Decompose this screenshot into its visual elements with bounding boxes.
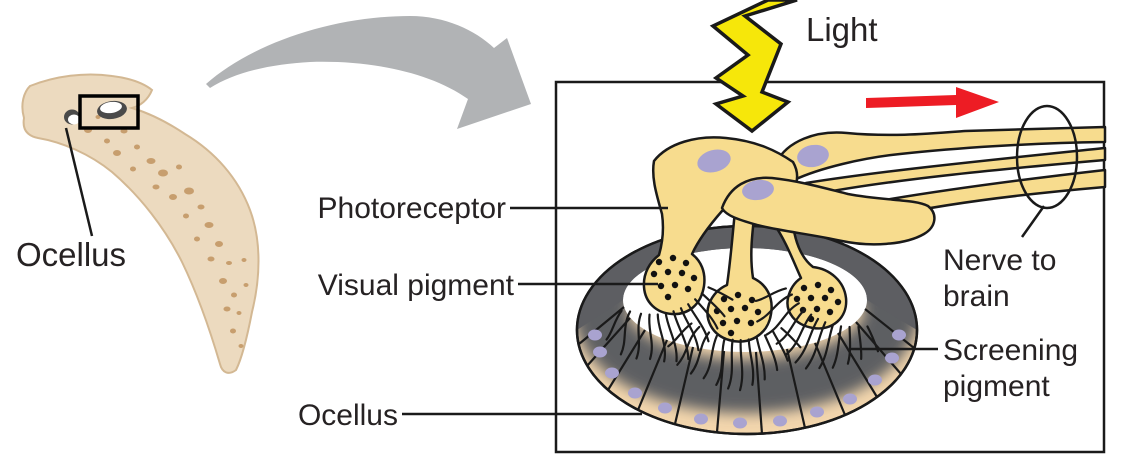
nerve-to-brain-label-line1: Nerve to (943, 244, 1056, 277)
worm-eyespot-second (64, 109, 80, 125)
nerve-leader-line (1020, 205, 1046, 238)
planarian-worm: Ocellus (16, 73, 260, 374)
photoreceptor-stalk-2 (706, 198, 773, 343)
screening-pigment-label-line1: Screening (943, 334, 1078, 367)
nerve-highlight-ring (1015, 104, 1079, 210)
nerve-direction-arrow (866, 87, 999, 118)
light-label: Light (806, 11, 878, 48)
worm-eyespot-main (97, 100, 127, 120)
photoreceptor-label: Photoreceptor (318, 192, 506, 225)
screening-pigment-label-line2: pigment (943, 370, 1050, 403)
worm-body (21, 73, 260, 374)
ocellus-highlight-box (78, 94, 140, 130)
nerve-to-brain-label-line2: brain (943, 280, 1010, 313)
worm-ocellus-label: Ocellus (16, 236, 126, 273)
zoom-arrow (206, 16, 531, 129)
visual-pigment-label: Visual pigment (318, 269, 515, 302)
worm-ocellus-leader-line (64, 127, 94, 237)
photoreceptor-body-2 (774, 125, 1107, 182)
photoreceptor-body-3 (720, 176, 936, 246)
ocellus-label: Ocellus (298, 399, 398, 432)
light-bolt-arrow (709, 0, 798, 134)
pigment-cell-nuclei (588, 329, 906, 429)
pigment-cell-dividers (578, 306, 915, 435)
axon-band-2 (804, 146, 1107, 196)
photoreceptor-nuclei (697, 144, 829, 201)
worm-speckles (84, 115, 249, 348)
leader-lines (402, 205, 1046, 416)
